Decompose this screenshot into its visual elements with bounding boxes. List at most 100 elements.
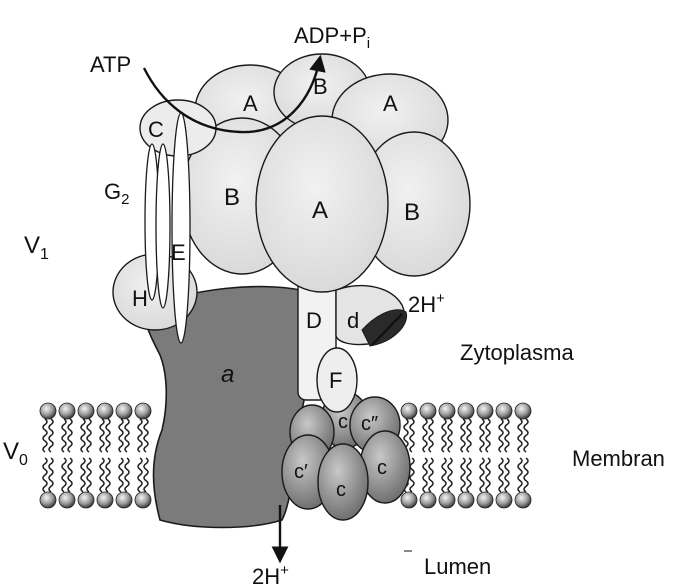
lipid-head [401,403,417,419]
lipid-tail [423,419,427,452]
lipid-tail [119,458,123,492]
subunit-c-upper-label: C [148,117,164,142]
region-cytoplasm-label: Zytoplasma [460,340,574,366]
subunit-g2-label: G2 [104,179,129,208]
lipid-tail [62,419,66,452]
subunit-d-upper-label: D [306,308,322,333]
lipid-head [78,492,94,508]
lipid-head [477,492,493,508]
lipid-tail [505,458,509,492]
lipid-head [135,403,151,419]
g2-subscript: 2 [121,191,129,208]
lipid-head [97,403,113,419]
lipid-tail [100,419,104,452]
lipid-tail [144,419,148,452]
v0-text: V [3,438,19,465]
lipid-tail [461,419,465,452]
lipid-tail [442,458,446,492]
lipid-tail [106,419,110,452]
lipid-head [116,403,132,419]
lipid-head [59,492,75,508]
subunit-g2-rod-2 [156,144,170,308]
lipid-tail [81,458,85,492]
subunit-b-top-label: B [313,74,328,99]
lipid-head [59,403,75,419]
subunit-c-right-label: c [377,457,387,479]
subunit-c-prime-label: c′ [294,461,308,483]
lipid-tail [68,458,72,492]
lipid-tail [43,458,47,492]
adp-pi-text: ADP+P [294,23,367,48]
lipid-head [458,492,474,508]
subunit-e-label: E [171,240,186,265]
subunit-a-left-label: A [243,91,258,116]
lipid-tail [144,458,148,492]
lipid-head [515,492,531,508]
subunit-a-right-label: A [383,91,398,116]
lipid-head [477,403,493,419]
lipid-tail [448,458,452,492]
lipid-head [135,492,151,508]
adp-pi-label: ADP+Pi [294,23,370,52]
lipid-tail [442,419,446,452]
proton-bottom-charge: + [280,562,289,579]
lipid-tail [100,458,104,492]
lipid-tail [429,458,433,492]
lipid-tail [524,419,528,452]
subunit-h-label: H [132,286,148,311]
proton-top-text: 2H [408,292,436,317]
v1-label: V1 [24,232,49,263]
lipid-head [496,492,512,508]
lipid-tail [125,458,129,492]
lipid-tail [423,458,427,492]
subunit-a-front-label: A [312,197,328,224]
lipid-tail [461,458,465,492]
lipid-tail [62,458,66,492]
lipid-tail [448,419,452,452]
lipid-tail [467,419,471,452]
region-membrane-label: Membran [572,446,665,472]
lipid-tail [518,419,522,452]
lipid-head [420,403,436,419]
lipid-tail [499,419,503,452]
lipid-tail [486,419,490,452]
lipid-tail [43,419,47,452]
subunit-b-right-label: B [404,199,420,226]
subunit-c-double-prime-label: c″ [361,413,378,435]
lipid-tail [49,458,53,492]
proton-bottom-text: 2H [252,564,280,588]
atp-label: ATP [90,52,131,77]
lipid-head [78,403,94,419]
lipid-tail [125,419,129,452]
proton-top-charge: + [436,290,445,307]
subunit-c-middle-label: c [336,479,346,501]
subunit-e-rod [172,113,190,343]
lipid-head [439,403,455,419]
subunit-a-small-label: a [221,361,234,388]
lipid-tail [429,419,433,452]
lipid-head [439,492,455,508]
lipid-tail [138,458,142,492]
v0-subscript: 0 [19,452,28,469]
v0-label: V0 [3,438,28,469]
lipid-tail [499,458,503,492]
lipid-tail [410,458,414,492]
proton-top-label: 2H+ [408,290,445,317]
lipid-tail [119,419,123,452]
subunit-c-top-label: c [338,411,348,433]
lipid-head [420,492,436,508]
lipid-tail [138,419,142,452]
lipid-head [515,403,531,419]
lipid-tail [81,419,85,452]
lipid-tail [106,458,110,492]
lipid-tail [480,458,484,492]
lipid-tail [524,458,528,492]
region-lumen-label: Lumen [424,554,491,580]
lipid-head [496,403,512,419]
lipid-head [116,492,132,508]
lipid-tail [410,419,414,452]
v1-text: V [24,232,40,259]
lipid-tail [87,419,91,452]
lipid-tail [480,419,484,452]
